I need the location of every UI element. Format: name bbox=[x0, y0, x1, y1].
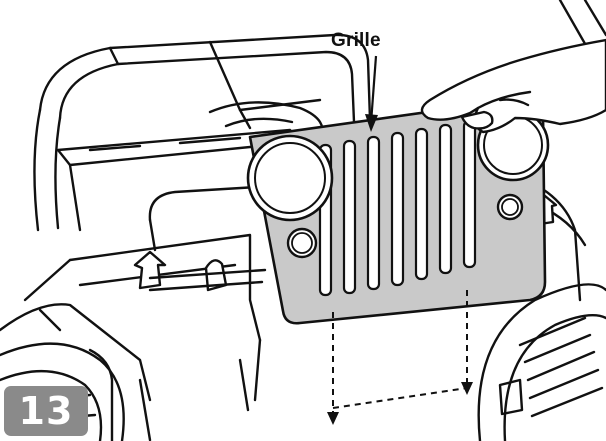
grille bbox=[246, 97, 550, 325]
up-arrow-icon bbox=[133, 194, 558, 292]
install-guide bbox=[332, 290, 468, 418]
right-tire bbox=[477, 283, 606, 441]
mounting-pin bbox=[148, 268, 267, 292]
grille-callout-label: Grille bbox=[331, 30, 381, 51]
windshield-frame bbox=[33, 33, 372, 232]
step-number: 13 bbox=[18, 389, 74, 433]
hand bbox=[420, 38, 606, 134]
step-badge: 13 bbox=[4, 386, 88, 436]
callout-leader bbox=[365, 55, 378, 132]
grille-slots bbox=[318, 119, 477, 297]
down-arrow-icon bbox=[327, 382, 473, 425]
turn-signal bbox=[286, 193, 524, 259]
hood bbox=[0, 233, 262, 441]
